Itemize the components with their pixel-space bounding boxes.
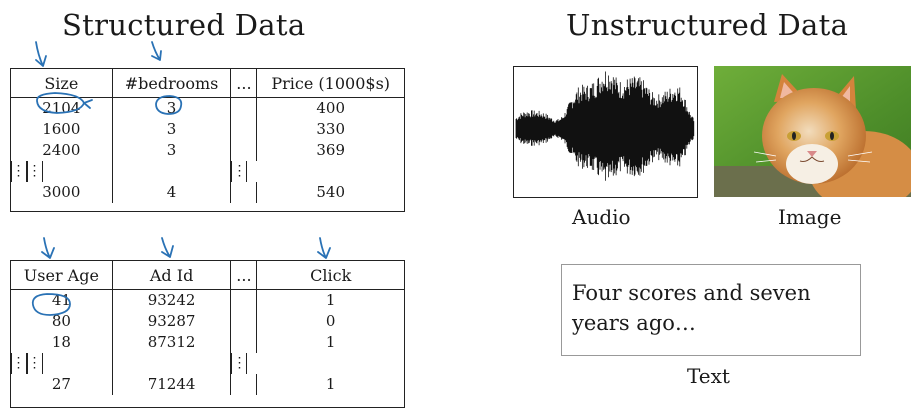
column-header-ellipsis: ... xyxy=(230,261,258,290)
table-cell: 1 xyxy=(256,289,405,311)
column-header: Click xyxy=(256,261,405,290)
text-caption: Text xyxy=(687,364,730,388)
table-row: ⋮⋮⋮ xyxy=(10,161,405,182)
column-header: Price (1000$s) xyxy=(256,69,405,98)
arrow-icon xyxy=(35,41,47,67)
circle-annotation xyxy=(36,92,93,114)
table-cell: ⋮ xyxy=(10,161,27,182)
ellipsis-column-cell xyxy=(230,289,258,311)
ellipsis-column-cell xyxy=(230,374,258,395)
ellipsis-column-cell xyxy=(111,161,232,182)
text-sample-box: Four scores and seven years ago… xyxy=(561,264,861,356)
arrow-icon xyxy=(161,237,174,258)
table-cell: 3000 xyxy=(10,182,113,203)
column-header: Ad Id xyxy=(111,261,232,290)
ellipsis-column-cell xyxy=(111,353,232,374)
table-cell: 3 xyxy=(111,119,232,140)
table-cell: 1600 xyxy=(10,119,113,140)
table-cell: 3 xyxy=(111,140,232,161)
cat-image xyxy=(714,66,911,197)
ellipsis-column-cell xyxy=(230,97,258,119)
table-cell: 330 xyxy=(256,119,405,140)
ellipsis-column-cell xyxy=(230,311,258,332)
table-cell: 1 xyxy=(256,374,405,395)
table-cell: 369 xyxy=(256,140,405,161)
arrow-icon xyxy=(317,237,331,259)
audio-waveform xyxy=(513,66,698,198)
table-cell: 71244 xyxy=(111,374,232,395)
ellipsis-column-cell xyxy=(230,182,258,203)
arrow-icon xyxy=(151,41,162,61)
table-cell: ⋮ xyxy=(231,353,248,374)
circle-annotation xyxy=(155,95,183,115)
table-cell: 80 xyxy=(10,311,113,332)
circle-annotation xyxy=(31,293,71,316)
audio-caption: Audio xyxy=(572,205,631,229)
table-cell: 400 xyxy=(256,97,405,119)
image-caption: Image xyxy=(778,205,842,229)
table-cell: ⋮ xyxy=(231,161,248,182)
table-cell: ⋮ xyxy=(10,353,27,374)
table-cell: 87312 xyxy=(111,332,232,353)
column-header: User Age xyxy=(10,261,113,290)
waveform-graphic xyxy=(515,71,695,181)
table-cell: ⋮ xyxy=(26,353,43,374)
table-cell: 3 xyxy=(111,97,232,119)
table-cell: 1 xyxy=(256,332,405,353)
unstructured-data-title: Unstructured Data xyxy=(566,8,849,42)
table-row: ⋮⋮⋮ xyxy=(10,353,405,374)
table-cell: 18 xyxy=(10,332,113,353)
ellipsis-column-cell xyxy=(230,332,258,353)
table-cell: 41 xyxy=(10,289,113,311)
arrow-icon xyxy=(41,237,55,259)
waveform-path xyxy=(515,71,695,181)
table-cell: ⋮ xyxy=(26,161,43,182)
table-cell: 0 xyxy=(256,311,405,332)
ellipsis-column-cell xyxy=(230,140,258,161)
structured-data-title: Structured Data xyxy=(62,8,306,42)
ellipsis-column-cell xyxy=(230,119,258,140)
table-cell: 540 xyxy=(256,182,405,203)
ads-header-row: User Age Ad Id ... Click xyxy=(10,261,405,290)
table-cell: 4 xyxy=(111,182,232,203)
column-header-ellipsis: ... xyxy=(230,69,258,98)
cat-picture xyxy=(714,66,911,197)
